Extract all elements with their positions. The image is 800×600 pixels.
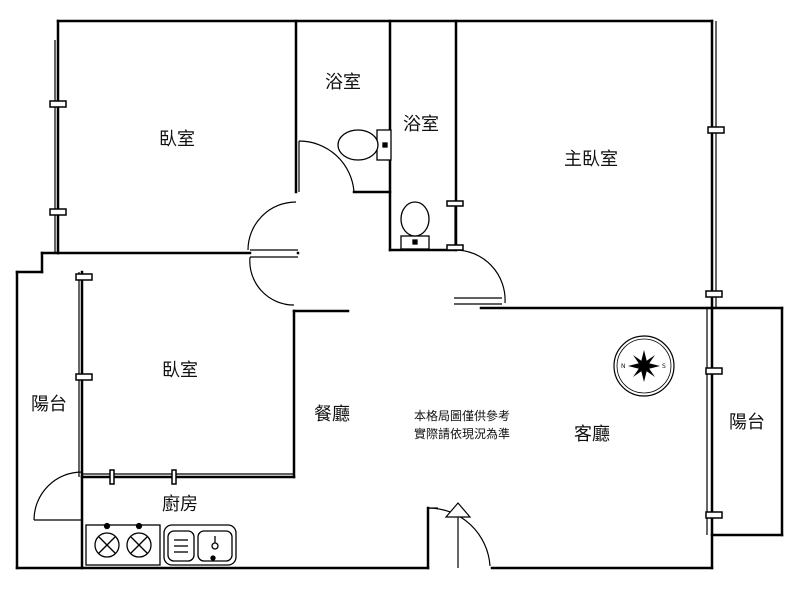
room-label-master-bedroom: 主臥室 <box>564 149 618 170</box>
room-label-living-room: 客廳 <box>574 424 610 445</box>
partitions <box>54 21 717 535</box>
disclaimer-line-1: 本格局圖僅供參考 <box>414 408 510 423</box>
room-label-balcony-right: 陽台 <box>729 412 765 433</box>
stove-icon <box>85 522 161 566</box>
room-label-dining-room: 餐廳 <box>314 404 350 425</box>
room-label-bathroom-2: 浴室 <box>403 114 439 135</box>
room-label-bedroom-top-left: 臥室 <box>159 129 195 150</box>
toilet-icon <box>337 129 392 161</box>
sink-icon <box>163 524 237 566</box>
disclaimer: 本格局圖僅供參考 實際請依現況為準 <box>414 408 510 441</box>
compass-s-label: S <box>662 363 666 370</box>
room-label-bathroom-1: 浴室 <box>325 72 361 93</box>
room-label-bedroom-mid-left: 臥室 <box>162 360 198 381</box>
room-label-balcony-left: 陽台 <box>31 394 67 415</box>
toilet-icon <box>400 201 430 250</box>
compass-n-label: N <box>621 363 626 370</box>
disclaimer-line-2: 實際請依現況為準 <box>414 426 510 441</box>
window-ticks <box>49 100 725 519</box>
compass-icon: N S <box>613 335 675 397</box>
room-label-kitchen: 廚房 <box>162 493 198 515</box>
door-swings <box>33 140 506 568</box>
room-labels: 臥室 浴室 浴室 主臥室 臥室 陽台 餐廳 客廳 陽台 廚房 <box>31 72 765 515</box>
walls <box>15 19 784 570</box>
